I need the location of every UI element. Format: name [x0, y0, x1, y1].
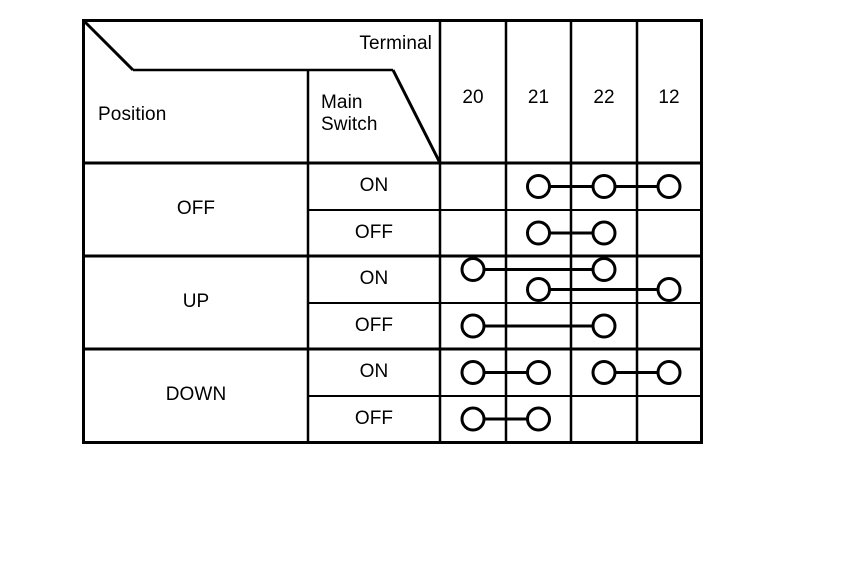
terminal-node-22 [591, 174, 617, 199]
terminal-node-22 [591, 257, 617, 282]
terminal-node-22 [591, 220, 617, 246]
terminal-node-21 [526, 406, 551, 432]
terminal-node-20 [460, 313, 486, 339]
main-switch-row-2: ON [359, 268, 389, 290]
terminal-node-22 [591, 313, 617, 339]
main-switch-row-0: ON [359, 175, 389, 197]
terminal-header-12: 12 [658, 86, 680, 108]
terminal-node-21 [526, 220, 551, 246]
terminal-node-20 [460, 360, 486, 385]
main-switch-row-5: OFF [354, 407, 394, 429]
terminal-header-21: 21 [527, 86, 550, 108]
terminal-node-12 [656, 277, 682, 302]
header-position-label: Position [98, 103, 167, 125]
terminal-node-12 [656, 174, 682, 199]
position-label-up: UP [182, 291, 210, 313]
terminal-node-12 [656, 360, 682, 385]
header-diagonal-lower-right [391, 69, 442, 164]
header-diagonal-upper-left [82, 19, 135, 72]
terminal-header-22: 22 [593, 86, 615, 108]
position-label-off: OFF [176, 198, 216, 220]
main-switch-row-1: OFF [354, 221, 394, 243]
terminal-node-21 [526, 174, 551, 199]
terminal-node-20 [460, 257, 486, 282]
terminal-node-20 [460, 406, 486, 432]
terminal-node-21 [526, 360, 551, 385]
terminal-header-20: 20 [462, 86, 484, 108]
header-main-switch-label: Main Switch [321, 92, 378, 136]
connections-layer [460, 174, 682, 432]
table-outer-border [82, 19, 703, 444]
terminal-node-22 [591, 360, 617, 385]
position-label-down: DOWN [165, 384, 227, 406]
header-terminal-label: Terminal [359, 32, 432, 54]
terminal-node-21 [526, 277, 551, 302]
main-switch-row-3: OFF [354, 314, 394, 336]
main-switch-row-4: ON [359, 361, 389, 383]
